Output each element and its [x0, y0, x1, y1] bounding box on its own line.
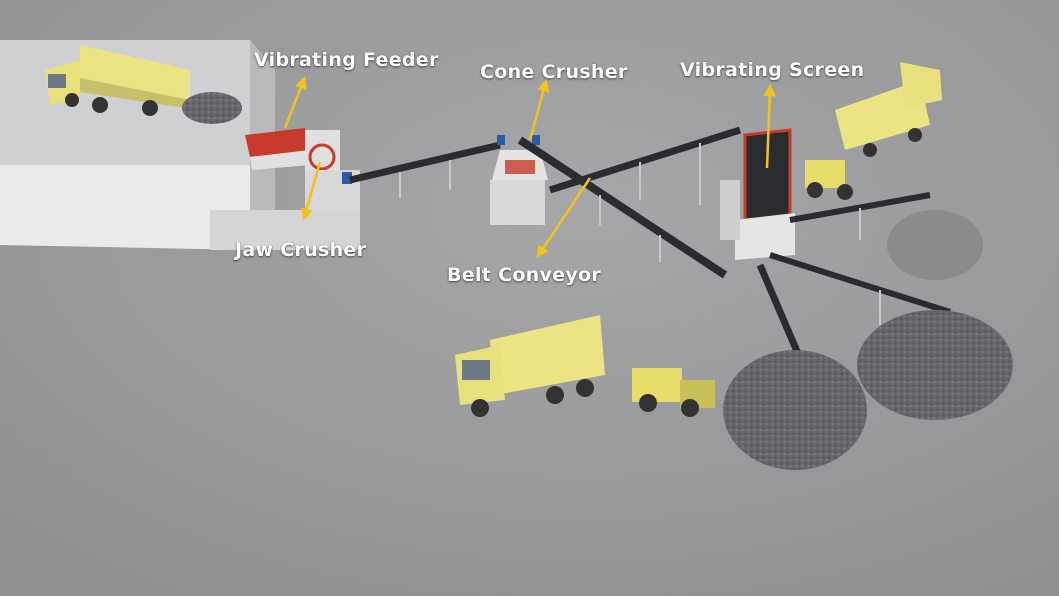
- arrow-vibrating-screen: [763, 83, 777, 169]
- conveyor-2: [517, 136, 728, 279]
- arrow-vibrating-feeder: [283, 76, 307, 129]
- loader-bottom: [632, 368, 715, 417]
- label-jaw-crusher: Jaw Crusher: [235, 239, 367, 261]
- label-vibrating-screen: Vibrating Screen: [680, 59, 865, 81]
- gravel-pile-2: [857, 310, 1013, 420]
- arrow-belt-conveyor: [536, 177, 592, 259]
- vibrating-screen: [720, 128, 795, 260]
- conveyor-1: [349, 141, 501, 198]
- vibrating-feeder: [245, 128, 310, 170]
- label-belt-conveyor: Belt Conveyor: [447, 264, 602, 286]
- dump-truck-top: [45, 45, 190, 116]
- gravel-pile-1: [723, 350, 867, 470]
- arrow-jaw-crusher: [300, 161, 322, 222]
- label-cone-crusher: Cone Crusher: [480, 61, 628, 83]
- gravel-pile-3: [887, 210, 983, 280]
- conveyor-3: [548, 126, 742, 205]
- loader-right: [805, 160, 853, 200]
- arrow-cone-crusher: [528, 78, 550, 141]
- rock-pile-feed: [182, 92, 242, 124]
- dump-truck-right: [835, 62, 942, 157]
- label-vibrating-feeder: Vibrating Feeder: [254, 49, 439, 71]
- dump-truck-bottom: [455, 315, 605, 417]
- cone-crusher: [490, 135, 548, 225]
